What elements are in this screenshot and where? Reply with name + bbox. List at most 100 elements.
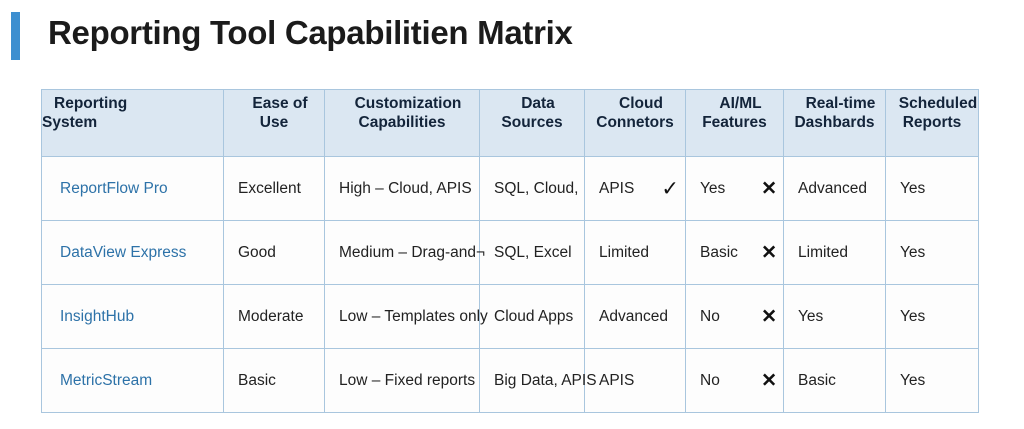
cell-value: Advanced [798,179,867,197]
check-icon: ✓ [661,177,679,200]
column-header-reporting-system[interactable]: Reporting System [41,89,224,157]
cell-value: Excellent [238,179,301,197]
cell-value: APIS [599,179,635,197]
header-line-1: Data [521,94,555,112]
cell-cloud-connectors: Advanced [584,284,686,349]
cell-value: Limited [798,243,848,261]
cell-customization: Medium – Drag-and¬ [324,220,486,285]
cell-realtime-dashboards: Yes [783,284,886,349]
header-line-2: Features [702,114,767,132]
cell-reporting-system[interactable]: MetricStream [41,348,224,413]
cross-icon: ✕ [761,242,777,263]
cell-scheduled-reports: Yes [885,220,979,285]
cell-value: SQL, Cloud, [494,179,579,197]
cell-value: Basic [238,371,276,389]
cell-aiml-features: Yes ✕ [685,156,784,221]
column-header-aiml-features[interactable]: AI/ML Features [685,89,784,157]
cell-reporting-system[interactable]: ReportFlow Pro [41,156,224,221]
cell-data-sources: Cloud Apps [479,284,585,349]
header-line-1: AI/ML [719,94,762,112]
cell-reporting-system[interactable]: DataView Express [41,220,224,285]
cell-realtime-dashboards: Advanced [783,156,886,221]
cell-cloud-connectors: Limited [584,220,686,285]
cell-scheduled-reports: Yes [885,156,979,221]
column-header-ease-of-use[interactable]: Ease of Use [223,89,325,157]
table-row[interactable]: ReportFlow Pro Excellent High – Cloud, A… [41,156,979,221]
header-row: Reporting System Ease of Use Customizati… [41,89,979,157]
cross-icon: ✕ [761,306,777,327]
cell-value: Good [238,243,276,261]
cell-ease-of-use: Basic [223,348,325,413]
header-line-2: Reports [902,114,962,132]
page-title: Reporting Tool Capabilitien Matrix [48,14,573,51]
cell-aiml-features: Basic ✕ [685,220,784,285]
cell-aiml-features: No ✕ [685,348,784,413]
column-header-scheduled-reports[interactable]: Scheduled Reports [885,89,979,157]
cell-cloud-connectors: APIS [584,348,686,413]
cell-customization: Low – Templates only [324,284,488,349]
cell-value: APIS [599,371,635,389]
cell-value: Moderate [238,307,304,325]
cell-value: Yes [900,371,926,389]
cell-value: Yes [900,179,926,197]
cell-cloud-connectors: APIS ✓ [584,156,686,221]
cell-value: Yes [798,307,824,325]
cell-scheduled-reports: Yes [885,348,979,413]
cell-customization: Low – Fixed reports [324,348,480,413]
cell-value: Limited [599,243,649,261]
table-row[interactable]: MetricStream Basic Low – Fixed reports B… [41,348,979,413]
table-row[interactable]: DataView Express Good Medium – Drag-and¬… [41,220,979,285]
column-header-realtime-dashboards[interactable]: Real-time Dashbards [783,89,886,157]
cell-reporting-system[interactable]: InsightHub [41,284,224,349]
cell-aiml-features: No ✕ [685,284,784,349]
header-line-2: System [42,114,98,132]
system-name-link[interactable]: DataView Express [60,243,187,261]
cell-value: No [700,371,720,389]
header-line-2: Connetors [596,114,674,132]
system-name-link[interactable]: InsightHub [60,307,135,325]
system-name-link[interactable]: ReportFlow Pro [60,179,168,197]
cell-value: Cloud Apps [494,307,574,325]
cell-realtime-dashboards: Basic [783,348,886,413]
cross-icon: ✕ [761,370,777,391]
cell-value: Basic [700,243,738,261]
cell-value: Medium – Drag-and¬ [339,243,486,261]
cell-ease-of-use: Good [223,220,325,285]
cell-customization: High – Cloud, APIS [324,156,480,221]
header-line-1: Customization [354,94,462,112]
header-line-1: Cloud [619,94,663,112]
cross-icon: ✕ [761,178,777,199]
header-line-1: Scheduled [898,94,978,112]
cell-realtime-dashboards: Limited [783,220,886,285]
header-line-2: Sources [501,114,563,132]
cell-value: Yes [900,243,926,261]
cell-value: Advanced [599,307,668,325]
cell-value: High – Cloud, APIS [339,179,472,197]
title-accent-bar [11,12,20,60]
cell-ease-of-use: Moderate [223,284,325,349]
cell-data-sources: Big Data, APIS [479,348,597,413]
cell-value: Low – Fixed reports [339,371,476,389]
table-header: Reporting System Ease of Use Customizati… [41,89,979,157]
capability-matrix-table: Reporting System Ease of Use Customizati… [41,89,979,413]
cell-data-sources: SQL, Cloud, [479,156,585,221]
cell-value: SQL, Excel [494,243,572,261]
table-row[interactable]: InsightHub Moderate Low – Templates only… [41,284,979,349]
header-line-1: Ease of [252,94,308,112]
header-line-2: Dashbards [794,114,875,132]
cell-value: Yes [700,179,726,197]
title-block: Reporting Tool Capabilitien Matrix [0,0,1024,78]
cell-value: No [700,307,720,325]
cell-data-sources: SQL, Excel [479,220,585,285]
column-header-data-sources[interactable]: Data Sources [479,89,585,157]
header-line-2: Use [259,114,289,132]
cell-value: Yes [900,307,926,325]
table-body: ReportFlow Pro Excellent High – Cloud, A… [41,156,979,413]
header-line-2: Capabilities [358,114,446,132]
column-header-cloud-connectors[interactable]: Cloud Connetors [584,89,686,157]
cell-ease-of-use: Excellent [223,156,325,221]
header-line-1: Reporting [54,94,128,112]
system-name-link[interactable]: MetricStream [60,371,153,389]
column-header-customization-capabilities[interactable]: Customization Capabilities [324,89,480,157]
cell-value: Basic [798,371,836,389]
